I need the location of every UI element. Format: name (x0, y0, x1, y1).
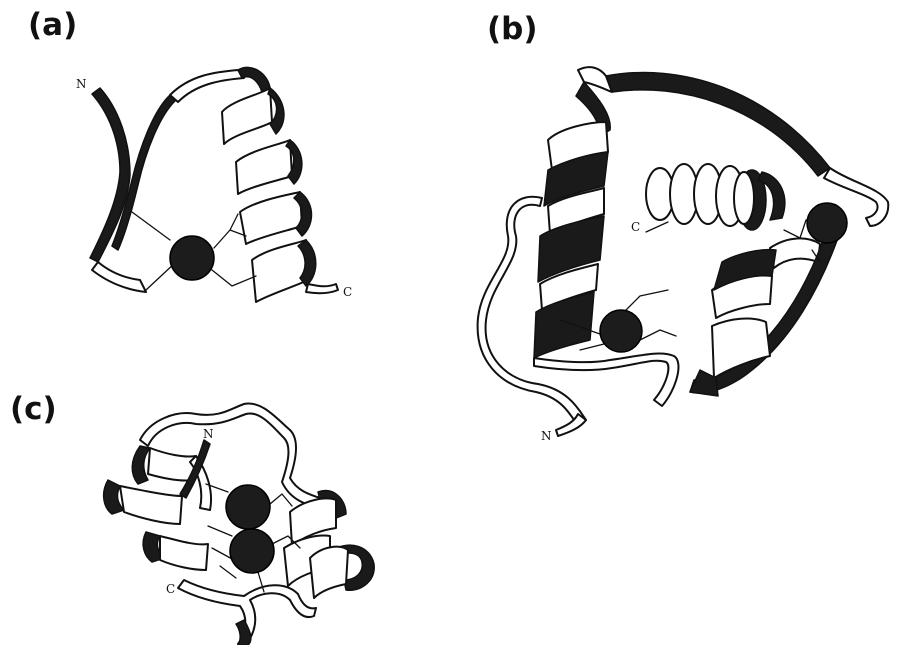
panel-a-metal-ion (170, 236, 214, 280)
panel-a-lower-loop (92, 262, 146, 292)
panel-c-left-helix-edge-1 (132, 446, 150, 484)
panel-a-helix-turn-3 (240, 192, 302, 244)
panel-b-right-helix-turn-1 (770, 238, 820, 268)
panel-a-c-tail (306, 284, 338, 293)
panel-a-top-loop (170, 70, 244, 102)
panel-a-helix-turn-2 (236, 140, 292, 194)
panel-c-metal-ion-lower (230, 529, 274, 573)
panel-b-c-tail-line (646, 222, 668, 232)
panel-a-helix-top-dark (238, 67, 270, 92)
panel-b-horizontal-helix (646, 164, 785, 230)
panel-b-top-strand (606, 73, 830, 176)
panel-b-metal-ion-upper (807, 203, 847, 243)
panel-b-structure (478, 67, 889, 436)
panel-c-left-helix-turn-3 (160, 536, 208, 570)
panel-c-left-helix-turn-1 (148, 448, 196, 481)
panel-a-structure (90, 67, 338, 302)
panel-c-metal-ion-upper (226, 485, 270, 529)
panel-a-helix-turn-4 (252, 240, 308, 302)
panel-c-structure (104, 403, 375, 645)
panel-c-right-helix-turn-3 (310, 547, 348, 598)
panel-c-left-helix-turn-2 (120, 486, 182, 524)
panel-b-metal-ion-lower (600, 310, 642, 352)
panel-a-helix-turn-1 (222, 88, 272, 144)
